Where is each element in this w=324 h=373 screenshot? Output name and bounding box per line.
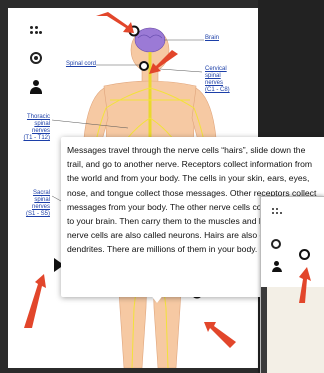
label-brain[interactable]: Brain [205, 35, 219, 42]
tooltip-pointer [150, 294, 164, 303]
label-cervical-nerves[interactable]: Cervical spinal nerves (C1 - C8) [205, 66, 245, 94]
arrow-icon [261, 197, 324, 373]
label-sacral-nerves[interactable]: Sacral spinal nerves (S1 - S5) [14, 190, 50, 218]
label-thoracic-nerves[interactable]: Thoracic spinal nerves (T1 - T12) [14, 114, 50, 142]
target-icon[interactable] [30, 52, 42, 64]
nested-screenshot-preview [260, 196, 324, 373]
menu-dots-icon[interactable] [30, 26, 44, 36]
person-icon[interactable] [30, 80, 42, 94]
label-spinal-cord[interactable]: Spinal cord [52, 61, 96, 68]
